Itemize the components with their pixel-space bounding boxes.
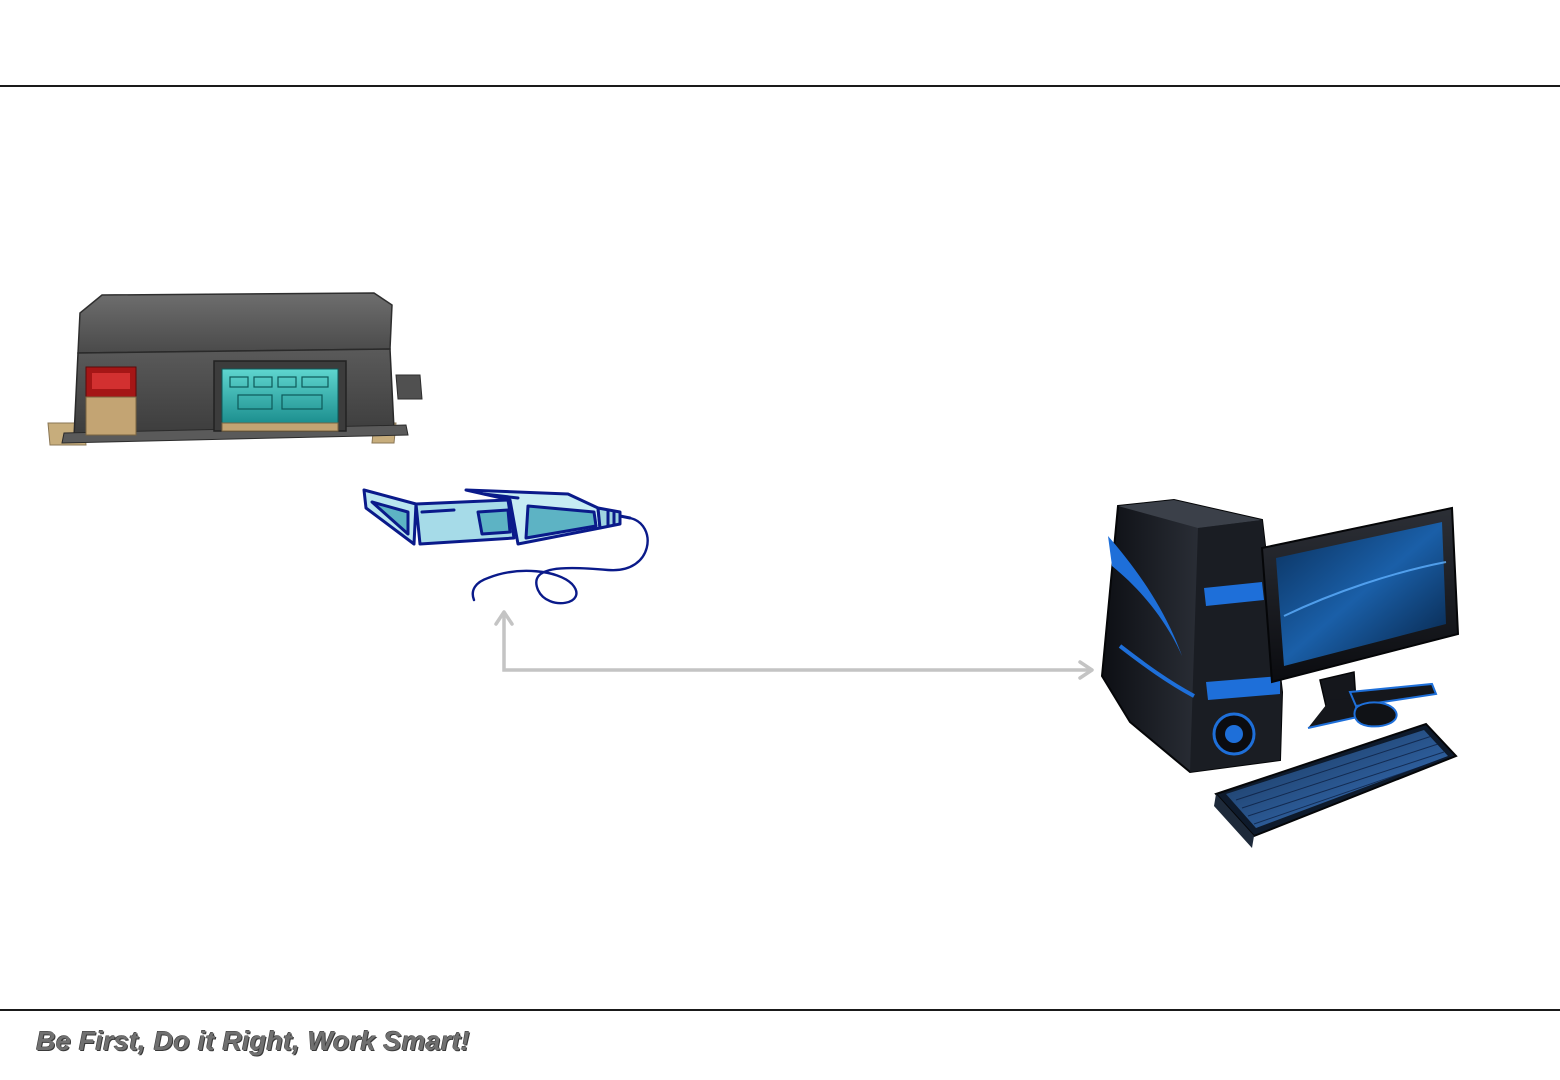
desktop-computer-icon [1094,496,1468,854]
footer-divider [0,1009,1560,1011]
header-divider [0,85,1560,87]
connection-arrow [490,604,1102,684]
usb-connector-cable-icon [358,482,654,612]
electronic-control-module-icon [34,283,434,463]
footer-slogan: Be First, Do it Right, Work Smart! [36,1026,470,1057]
